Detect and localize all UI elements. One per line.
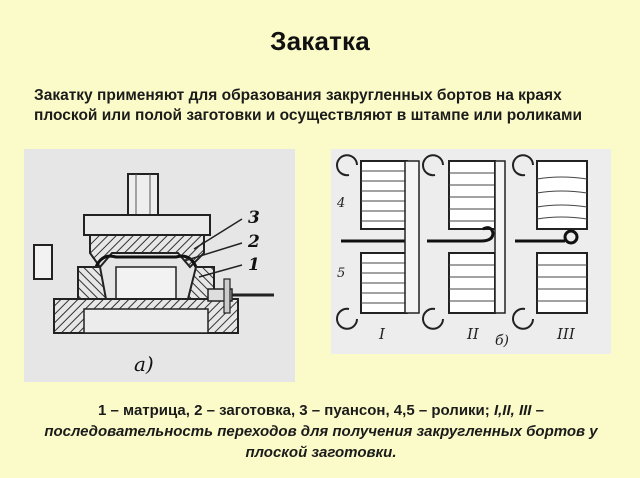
- roller-drawing: 4 5 I II III б): [331, 149, 611, 354]
- figure-caption: 1 – матрица, 2 – заготовка, 3 – пуансон,…: [36, 400, 606, 463]
- stage-iii: [512, 154, 588, 330]
- stage-label-i: I: [378, 325, 386, 343]
- caption-description: последовательность переходов для получен…: [44, 423, 598, 461]
- intro-text: Закатку применяют для образования закруг…: [34, 87, 583, 124]
- stage-ii: [422, 154, 506, 330]
- callout-1: 1: [248, 255, 260, 275]
- stage-label-ii: II: [466, 325, 480, 343]
- figure-a-label: а): [134, 352, 154, 376]
- figure-b-label: б): [495, 333, 509, 349]
- roller-label-4: 4: [336, 196, 345, 211]
- stage-i: [336, 154, 420, 330]
- caption-legend: 1 – матрица, 2 – заготовка, 3 – пуансон,…: [98, 402, 494, 419]
- caption-stages: I,II, III: [493, 402, 532, 419]
- figure-b-rollers: 4 5 I II III б): [331, 149, 611, 354]
- callout-3: 3: [248, 208, 260, 228]
- die-drawing: 3 2 1 а): [24, 149, 295, 382]
- roller-label-5: 5: [337, 266, 345, 281]
- callout-2: 2: [247, 232, 260, 252]
- caption-dash: –: [531, 402, 544, 419]
- stage-label-iii: III: [556, 325, 576, 343]
- slide-title: Закатка: [270, 26, 370, 56]
- figure-a-die: 3 2 1 а): [24, 149, 295, 382]
